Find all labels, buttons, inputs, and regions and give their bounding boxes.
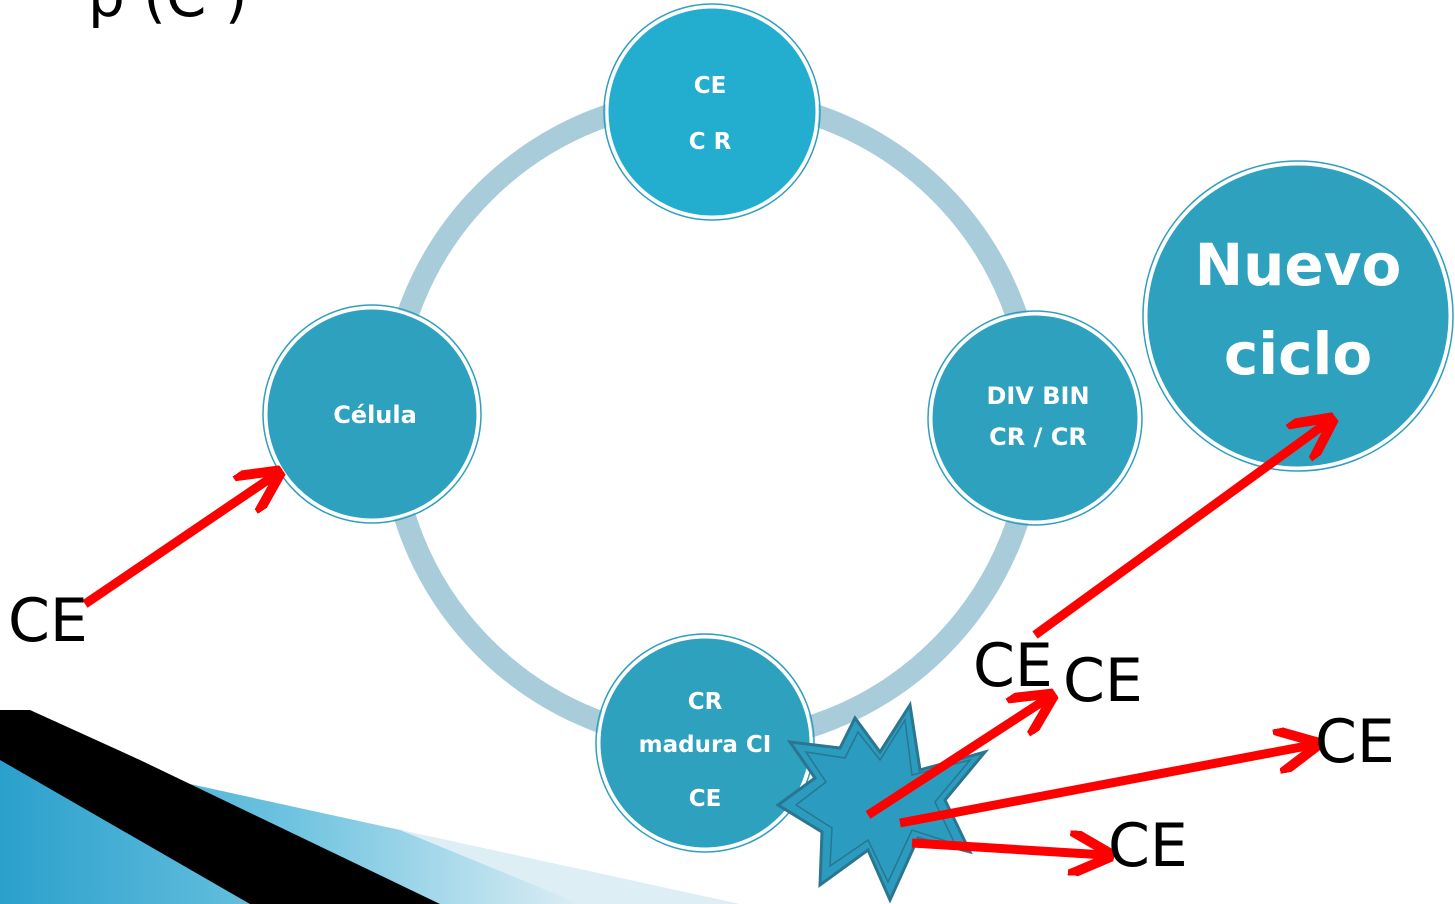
cycle-node-left: Célula xyxy=(262,304,482,524)
cycle-node-bottom: CR madura CI CE xyxy=(595,633,815,853)
cycle-node-right: DIV BIN CR / CR xyxy=(927,310,1143,526)
arrow-burst-to-ce-bottom xyxy=(911,843,1105,855)
new-cycle-line2: ciclo xyxy=(1224,320,1372,388)
bottom-node-line2: madura CI xyxy=(639,732,772,758)
title-fragment-text: p (C ) xyxy=(88,0,247,30)
right-node-line1: DIV BIN xyxy=(986,382,1089,410)
ce-label-mid-b: CE xyxy=(1063,646,1143,716)
top-node-line2: C R xyxy=(689,129,732,155)
arrow-to-new-cycle xyxy=(1032,422,1328,639)
ce-label-mid-a: CE xyxy=(973,631,1053,701)
bottom-node-line1: CR xyxy=(688,689,723,715)
left-node-line1: Célula xyxy=(333,401,417,429)
red-arrows xyxy=(82,422,1328,855)
bottom-node-line3: CE xyxy=(689,786,722,812)
cycle-node-top: CE C R xyxy=(603,3,821,221)
arrow-burst-to-ce-mid xyxy=(865,698,1048,819)
new-cycle-line1: Nuevo xyxy=(1195,231,1402,299)
slide-title-fragment: p (C ) xyxy=(0,0,600,30)
arrow-burst-to-ce-right xyxy=(899,745,1312,828)
burst-star-inner xyxy=(794,717,973,884)
ce-label-right: CE xyxy=(1315,707,1395,777)
arrow-ce-to-cell xyxy=(82,475,275,608)
ce-label-left: CE xyxy=(8,586,88,656)
decorative-corner xyxy=(0,710,740,904)
new-cycle-node: Nuevo ciclo xyxy=(1142,160,1454,472)
right-node-line2: CR / CR xyxy=(989,423,1087,451)
ce-label-bottom: CE xyxy=(1108,811,1188,881)
top-node-line1: CE xyxy=(694,73,727,99)
